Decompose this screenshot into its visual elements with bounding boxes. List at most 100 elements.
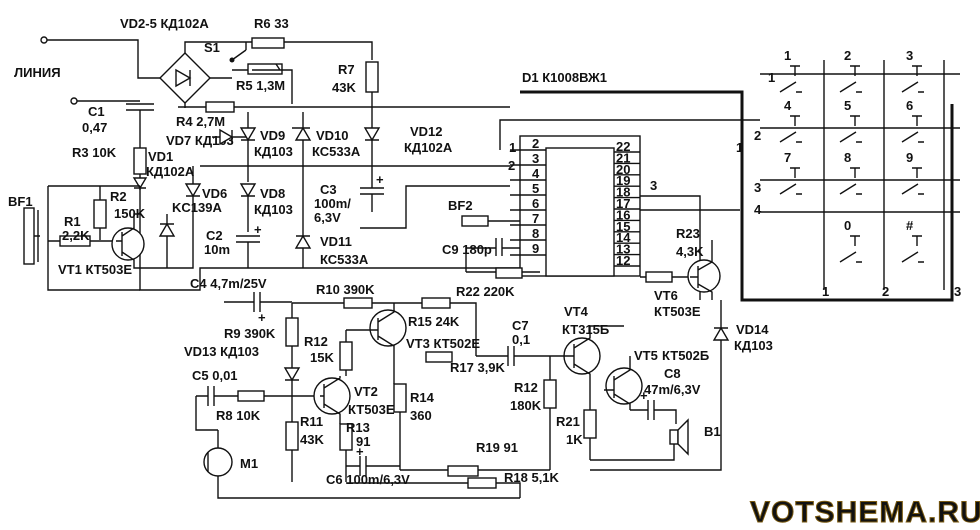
keypad-key-label: 0 bbox=[844, 218, 851, 233]
diode-vd8: VD8 КД103 bbox=[239, 183, 293, 232]
microphone-m1: M1 bbox=[195, 396, 520, 499]
r19-label: R19 91 bbox=[476, 440, 518, 455]
resistor-r13: R13 91 bbox=[339, 420, 370, 482]
ic-pin-right: 22 bbox=[616, 139, 630, 154]
c3-label: C3 bbox=[320, 182, 337, 197]
transistor-vt2: VT2 КТ503Е bbox=[313, 376, 395, 424]
r23-label: R23 bbox=[676, 226, 700, 241]
capacitor-c5: C5 0,01 bbox=[192, 368, 238, 406]
r12a-label: R12 bbox=[304, 334, 328, 349]
keypad-key-label: 4 bbox=[784, 98, 792, 113]
keypad-key: 7 bbox=[779, 150, 802, 195]
b1-label: B1 bbox=[704, 424, 721, 439]
vd12-label: VD12 bbox=[410, 124, 443, 139]
keypad-key: 9 bbox=[901, 150, 924, 195]
r7-value: 43K bbox=[332, 80, 356, 95]
transistor-vt6: VT6 КТ503Е bbox=[654, 240, 721, 319]
watermark: VOTSHEMA.RU bbox=[750, 496, 980, 529]
ic-pin-right: 16 bbox=[616, 207, 630, 222]
ic-pin-right: 15 bbox=[616, 219, 630, 234]
r10-label: R10 390K bbox=[316, 282, 375, 297]
vd8-label: VD8 bbox=[260, 186, 285, 201]
resistor-r10: R10 390K bbox=[292, 282, 422, 309]
keypad-key-label: 6 bbox=[906, 98, 913, 113]
resistor-r15: R15 24K bbox=[408, 297, 477, 356]
keypad-row-label: 2 bbox=[754, 128, 761, 143]
c8-label: C8 bbox=[664, 366, 681, 381]
keypad-key-label: 5 bbox=[844, 98, 851, 113]
r14-label: R14 bbox=[410, 390, 435, 405]
c3-value: 100m/ bbox=[314, 196, 351, 211]
earpiece-bf1: BF1 bbox=[8, 186, 140, 291]
diode-vd13: VD13 КД103 bbox=[184, 344, 301, 396]
ic-pin-right: 21 bbox=[616, 150, 630, 165]
resistor-r12-180k: R12 180K bbox=[510, 356, 557, 470]
vt2-label: VT2 bbox=[354, 384, 378, 399]
keypad-key: 0 bbox=[839, 218, 862, 263]
vt3-label: VT3 КТ502Е bbox=[406, 336, 480, 351]
r21-value: 1K bbox=[566, 432, 583, 447]
r14-value: 360 bbox=[410, 408, 432, 423]
svg-text:+: + bbox=[376, 172, 384, 187]
bf2-label: BF2 bbox=[448, 198, 473, 213]
r13-label: R13 bbox=[346, 420, 370, 435]
diode-vd7 bbox=[212, 128, 248, 146]
c3-value-2: 6,3V bbox=[314, 210, 341, 225]
resistor-r9: R9 390K bbox=[224, 303, 299, 360]
resistor-r12-15k: R12 15K bbox=[304, 330, 353, 376]
diode-vd11: VD11 КС533А bbox=[294, 166, 369, 268]
r9-label: R9 390K bbox=[224, 326, 276, 341]
keypad-key: 2 bbox=[839, 48, 862, 93]
c2-value: 10m bbox=[204, 242, 230, 257]
bf1-label: BF1 bbox=[8, 194, 33, 209]
resistor-r18: R18 5,1K bbox=[346, 470, 560, 498]
capacitor-c3: + C3 100m/ 6,3V bbox=[314, 172, 384, 225]
vt1-label: VT1 КТ503Е bbox=[58, 262, 132, 277]
keypad-key-label: # bbox=[906, 218, 914, 233]
keypad-side-number: 1 bbox=[736, 140, 743, 155]
r3-label: R3 10K bbox=[72, 145, 117, 160]
ic-pin-left: 6 bbox=[532, 196, 539, 211]
vd14-value: КД103 bbox=[734, 338, 773, 353]
r2-label: R2 bbox=[110, 189, 127, 204]
vd10-label: VD10 bbox=[316, 128, 349, 143]
speaker-b1: B1 bbox=[590, 418, 721, 461]
resistor-r7: R7 43K bbox=[332, 61, 379, 118]
keypad-side-number: 3 bbox=[650, 178, 657, 193]
resistor-r21: R21 1K bbox=[556, 409, 597, 460]
r21-label: R21 bbox=[556, 414, 580, 429]
keypad-key-label: 1 bbox=[784, 48, 791, 63]
resistor-r2: R2 150K bbox=[93, 189, 146, 240]
svg-text:+: + bbox=[254, 222, 262, 237]
r13-value: 91 bbox=[356, 434, 370, 449]
vd13-label: VD13 КД103 bbox=[184, 344, 259, 359]
vd9-value: КД103 bbox=[254, 144, 293, 159]
keypad-key: 4 bbox=[779, 98, 802, 143]
keypad-key-label: 9 bbox=[906, 150, 913, 165]
r17-label: R17 3,9K bbox=[450, 360, 506, 375]
vt5-value: КТ502Б bbox=[662, 348, 709, 363]
s1-label: S1 bbox=[204, 40, 220, 55]
ic-pin-left: 8 bbox=[532, 226, 539, 241]
svg-text:+: + bbox=[356, 444, 364, 459]
ic-pin-left: 7 bbox=[532, 211, 539, 226]
kc139-label: KC139A bbox=[172, 200, 222, 215]
c1-value: 0,47 bbox=[82, 120, 107, 135]
c1-label: C1 bbox=[88, 104, 105, 119]
resistor-r3: R3 10K bbox=[72, 145, 147, 175]
ic-pin-right: 20 bbox=[616, 162, 630, 177]
m1-label: M1 bbox=[240, 456, 258, 471]
keypad-col-label: 2 bbox=[882, 284, 889, 299]
keypad-key: 5 bbox=[839, 98, 862, 143]
r11-label: R11 bbox=[300, 414, 323, 429]
vd8-value: КД103 bbox=[254, 202, 293, 217]
diode-vd9: VD9 КД103 bbox=[239, 112, 293, 182]
diode-vd10: VD10 КС533А bbox=[292, 112, 361, 166]
c5-label: C5 0,01 bbox=[192, 368, 238, 383]
vd12-value: КД102А bbox=[404, 140, 453, 155]
keypad-side-number: 2 bbox=[508, 158, 515, 173]
c4-label: C4 4,7m/25V bbox=[190, 276, 267, 291]
